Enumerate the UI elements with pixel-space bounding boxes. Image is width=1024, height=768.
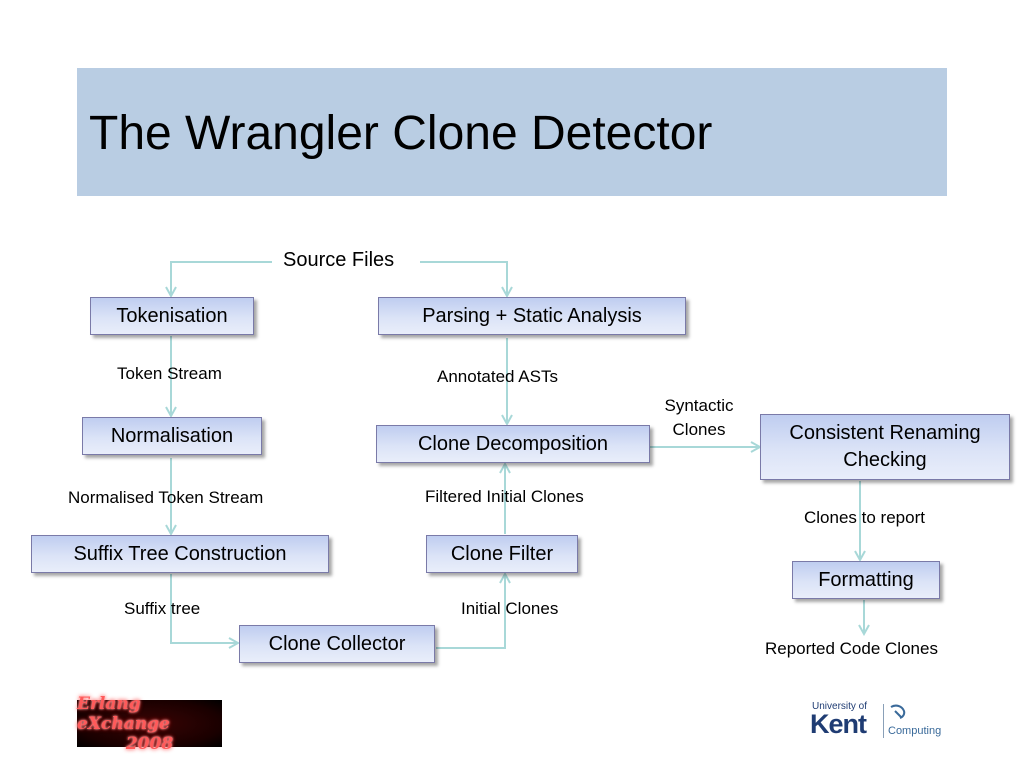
node-parsing-static-analysis: Parsing + Static Analysis: [378, 297, 686, 335]
label-syntactic-line2: Clones: [672, 420, 726, 439]
kent-computing-text: Computing: [888, 725, 942, 737]
source-files-label: Source Files: [283, 249, 395, 271]
node-consistent-renaming-checking: Consistent Renaming Checking: [760, 414, 1010, 480]
computing-icon: [890, 704, 906, 719]
label-reported-code-clones: Reported Code Clones: [765, 639, 938, 658]
label-filtered-initial-clones: Filtered Initial Clones: [425, 487, 584, 506]
slide-title: The Wrangler Clone Detector: [89, 107, 713, 160]
label-normalised-token-stream: Normalised Token Stream: [68, 488, 264, 507]
erlang-logo-line2: 2008: [125, 733, 174, 754]
kent-university-text: University of: [812, 701, 868, 712]
kent-name-text: Kent: [810, 709, 867, 739]
label-syntactic-clones: Syntactic Clones: [650, 394, 748, 442]
label-initial-clones: Initial Clones: [461, 599, 559, 618]
label-token-stream: Token Stream: [117, 364, 222, 383]
node-tokenisation: Tokenisation: [90, 297, 254, 335]
university-of-kent-logo: University of Kent Computing: [808, 700, 948, 742]
label-syntactic-line1: Syntactic: [664, 396, 734, 415]
erlang-logo-line1: Erlang eXchange: [77, 693, 170, 734]
title-bar: The Wrangler Clone Detector: [77, 68, 947, 196]
node-clone-collector: Clone Collector: [239, 625, 435, 663]
node-normalisation: Normalisation: [82, 417, 262, 455]
node-clone-filter: Clone Filter: [426, 535, 578, 573]
arrow-source-to-parsing: [420, 261, 507, 296]
node-clone-decomposition: Clone Decomposition: [376, 425, 650, 463]
label-clones-to-report: Clones to report: [804, 508, 925, 527]
node-suffix-tree-construction: Suffix Tree Construction: [31, 535, 329, 573]
erlang-exchange-logo: Erlang eXchange 2008: [77, 694, 222, 754]
arrow-suffix-tree-to-collector: [170, 574, 238, 643]
node-consistent-renaming-line2: Checking: [843, 449, 927, 471]
label-annotated-asts: Annotated ASTs: [437, 367, 558, 386]
node-consistent-renaming-line1: Consistent Renaming: [789, 422, 981, 444]
label-suffix-tree: Suffix tree: [124, 599, 201, 618]
arrow-source-to-tokenisation: [171, 261, 272, 296]
node-formatting: Formatting: [792, 561, 940, 599]
kent-divider: [883, 704, 884, 738]
arrow-collector-to-filter: [436, 574, 505, 649]
